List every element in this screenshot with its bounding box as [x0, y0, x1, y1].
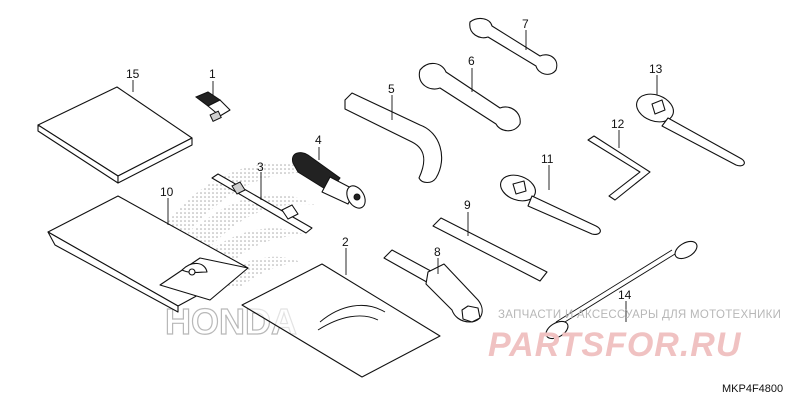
part-3-screwdriver-bit[interactable]: [211, 172, 313, 234]
callout-15: 15: [126, 67, 140, 81]
part-4-screwdriver-handle[interactable]: [291, 147, 368, 211]
part-10-tool-bag[interactable]: [47, 195, 249, 313]
part-2-plastic-bag[interactable]: [241, 248, 441, 378]
part-7-open-end-wrench-small[interactable]: [469, 17, 558, 75]
part-12-hex-key[interactable]: [587, 130, 651, 201]
callout-8: 8: [434, 245, 441, 259]
callout-9: 9: [464, 198, 471, 212]
part-9-extension-bar[interactable]: [432, 212, 548, 282]
part-8-socket-wrench[interactable]: [383, 249, 483, 323]
part-6-open-end-wrench[interactable]: [418, 62, 521, 132]
part-5-hook-wrench[interactable]: [344, 92, 443, 184]
watermark-tagline: ЗАПЧАСТИ И АКСЕССУАРЫ ДЛЯ МОТОТЕХНИКИ: [498, 309, 781, 321]
callout-11: 11: [541, 152, 554, 166]
callout-labels: 15 1 3 4 5 6 7 13 12 11 10 9 2 8 14: [126, 17, 663, 302]
diagram-code: MKP4F4800: [722, 383, 783, 395]
callout-5: 5: [388, 82, 395, 96]
callout-2: 2: [342, 235, 349, 249]
callout-4: 4: [315, 133, 322, 147]
part-1-connector[interactable]: [195, 81, 231, 122]
callout-6: 6: [468, 54, 475, 68]
watermark-site-name: PARTSFOR.RU: [488, 326, 742, 364]
callout-13: 13: [649, 62, 663, 76]
site-watermark: ЗАПЧАСТИ И АКСЕССУАРЫ ДЛЯ МОТОТЕХНИКИ PA…: [488, 309, 781, 364]
part-15-owners-manual[interactable]: [37, 80, 193, 184]
part-14-wire-loop[interactable]: [543, 238, 700, 342]
callout-14: 14: [618, 288, 632, 302]
callout-7: 7: [522, 17, 529, 31]
part-13-box-wrench[interactable]: [633, 75, 745, 167]
callout-1: 1: [209, 67, 216, 81]
callout-10: 10: [160, 185, 174, 199]
callout-12: 12: [611, 117, 625, 131]
part-11-box-wrench-2[interactable]: [497, 165, 601, 235]
callout-3: 3: [257, 160, 264, 174]
